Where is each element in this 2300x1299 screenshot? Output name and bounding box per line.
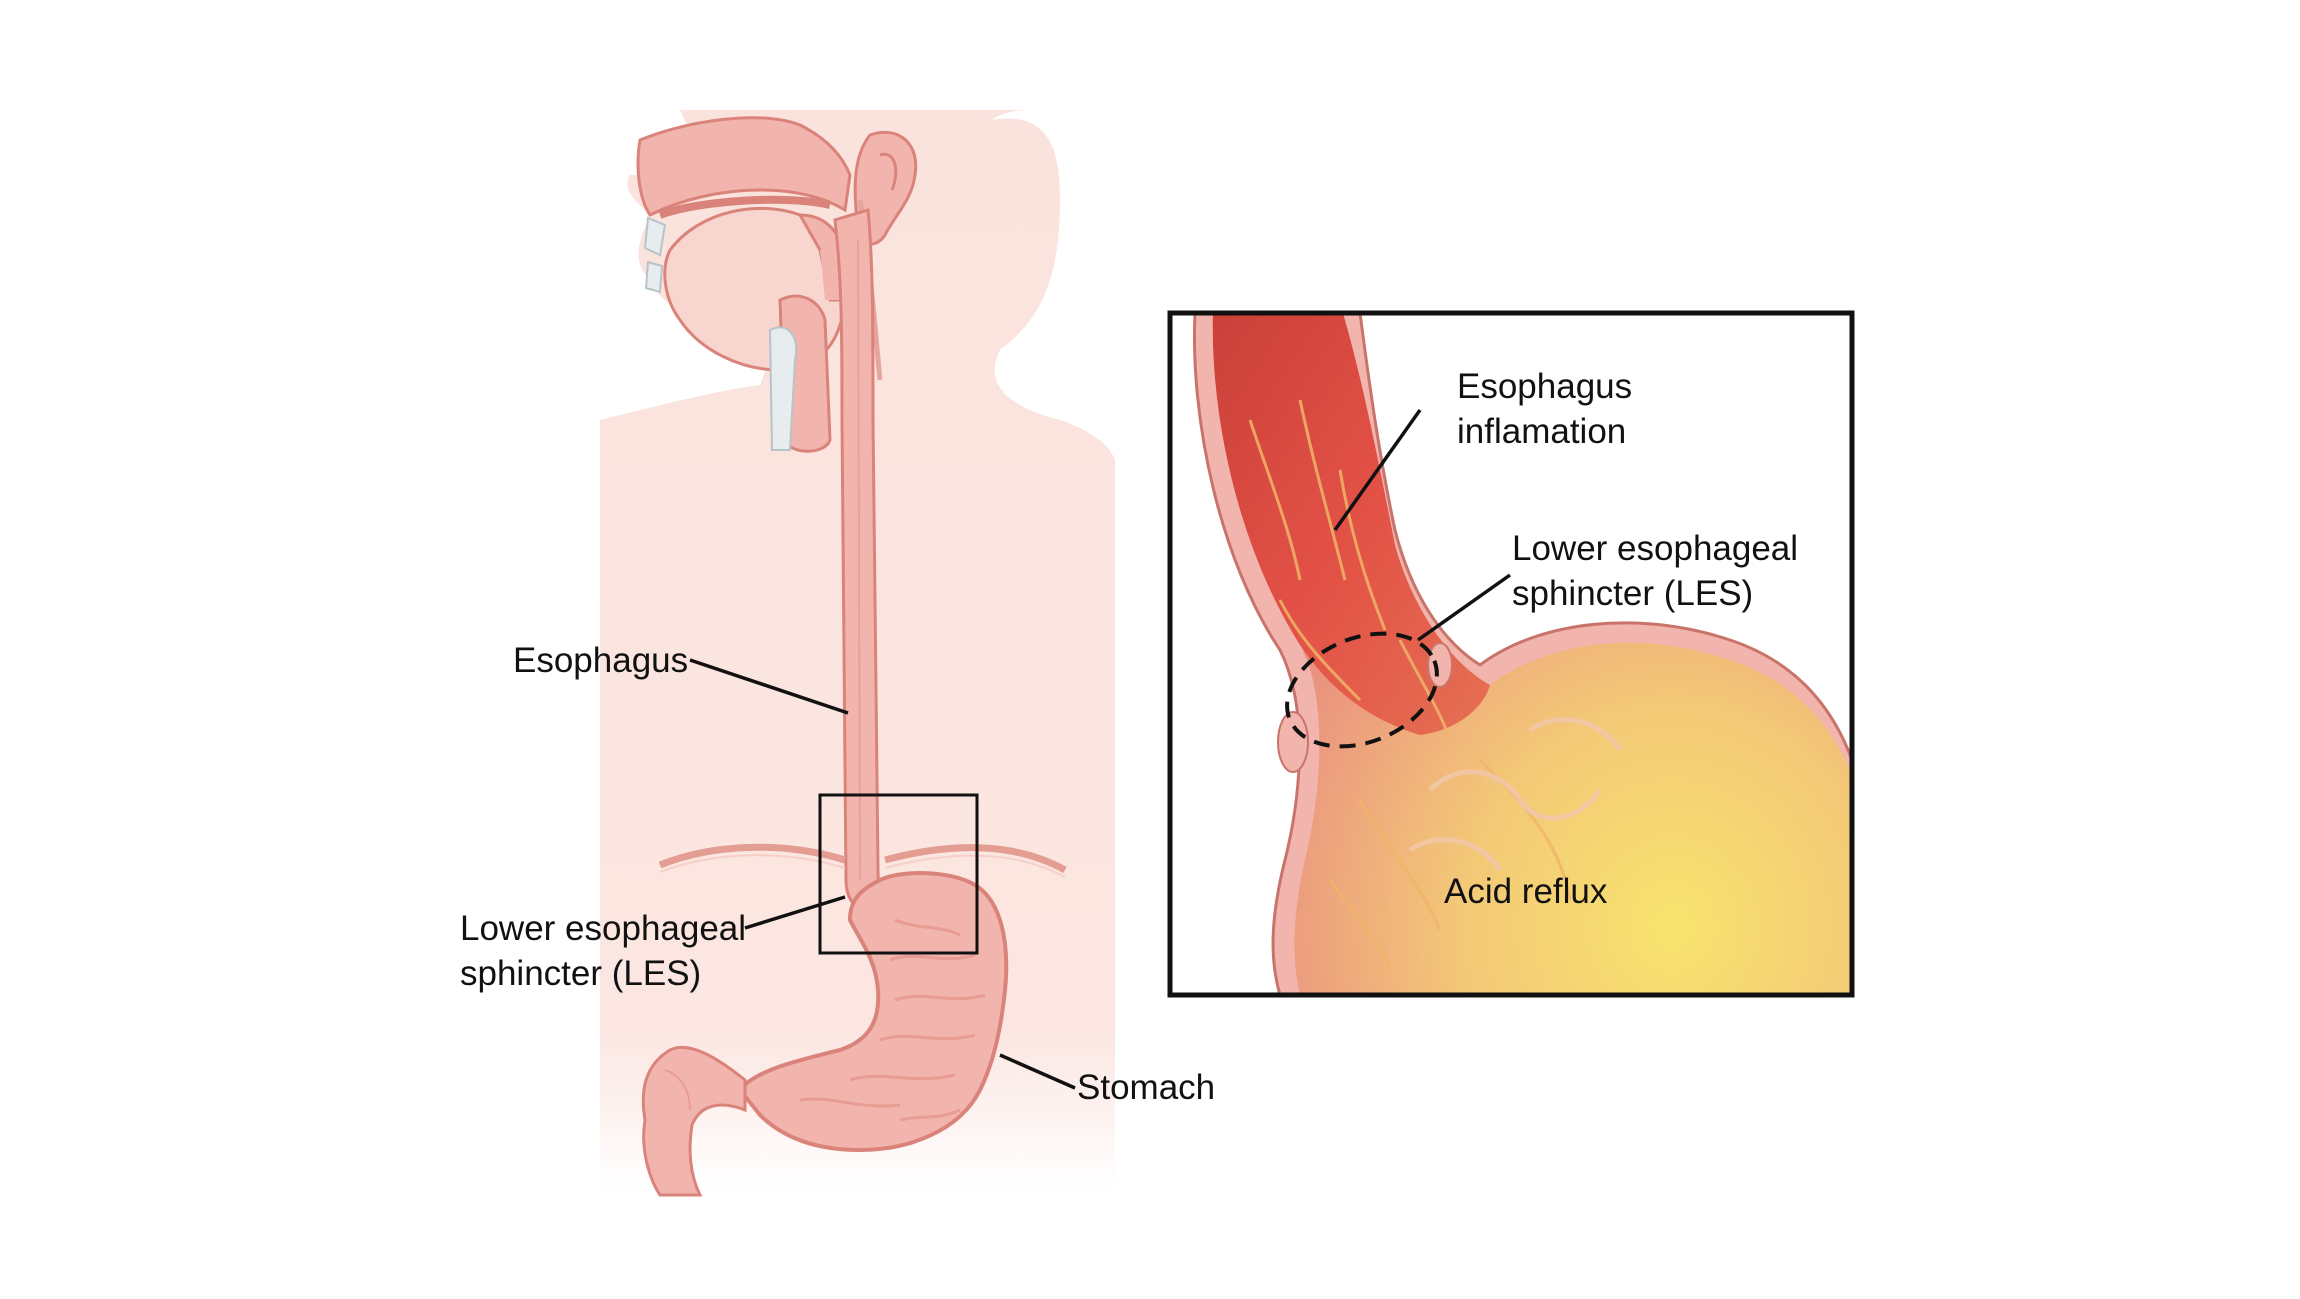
les-label-line2: sphincter (LES) xyxy=(460,954,701,993)
inset-illustration xyxy=(1170,313,1852,995)
stomach-label: Stomach xyxy=(1077,1068,1215,1107)
stomach-organ xyxy=(737,871,1009,1153)
esophagus-leader xyxy=(689,658,849,715)
stomach-leader xyxy=(999,1053,1076,1090)
inflammation-label-line1: Esophagus xyxy=(1457,367,1632,406)
inset-les-label-line2: sphincter (LES) xyxy=(1512,574,1753,613)
larynx xyxy=(768,294,832,453)
inset-frame xyxy=(1167,310,1855,998)
acid-reflux-label: Acid reflux xyxy=(1444,872,1608,911)
duodenum xyxy=(641,1045,747,1197)
esophagus-label: Esophagus xyxy=(513,641,688,680)
les-leader xyxy=(744,895,846,930)
les-dashed-outline xyxy=(1285,631,1439,749)
diaphragm xyxy=(658,843,1067,878)
zoom-box xyxy=(818,793,979,955)
ear xyxy=(853,130,918,246)
inset-les-leader xyxy=(1416,573,1512,642)
inflammation-label-line2: inflamation xyxy=(1457,412,1626,451)
inflammation-leader xyxy=(1333,408,1422,532)
les-label-line1: Lower esophageal xyxy=(460,909,746,948)
teeth xyxy=(643,216,667,294)
inset-les-label-line1: Lower esophageal xyxy=(1512,529,1798,568)
